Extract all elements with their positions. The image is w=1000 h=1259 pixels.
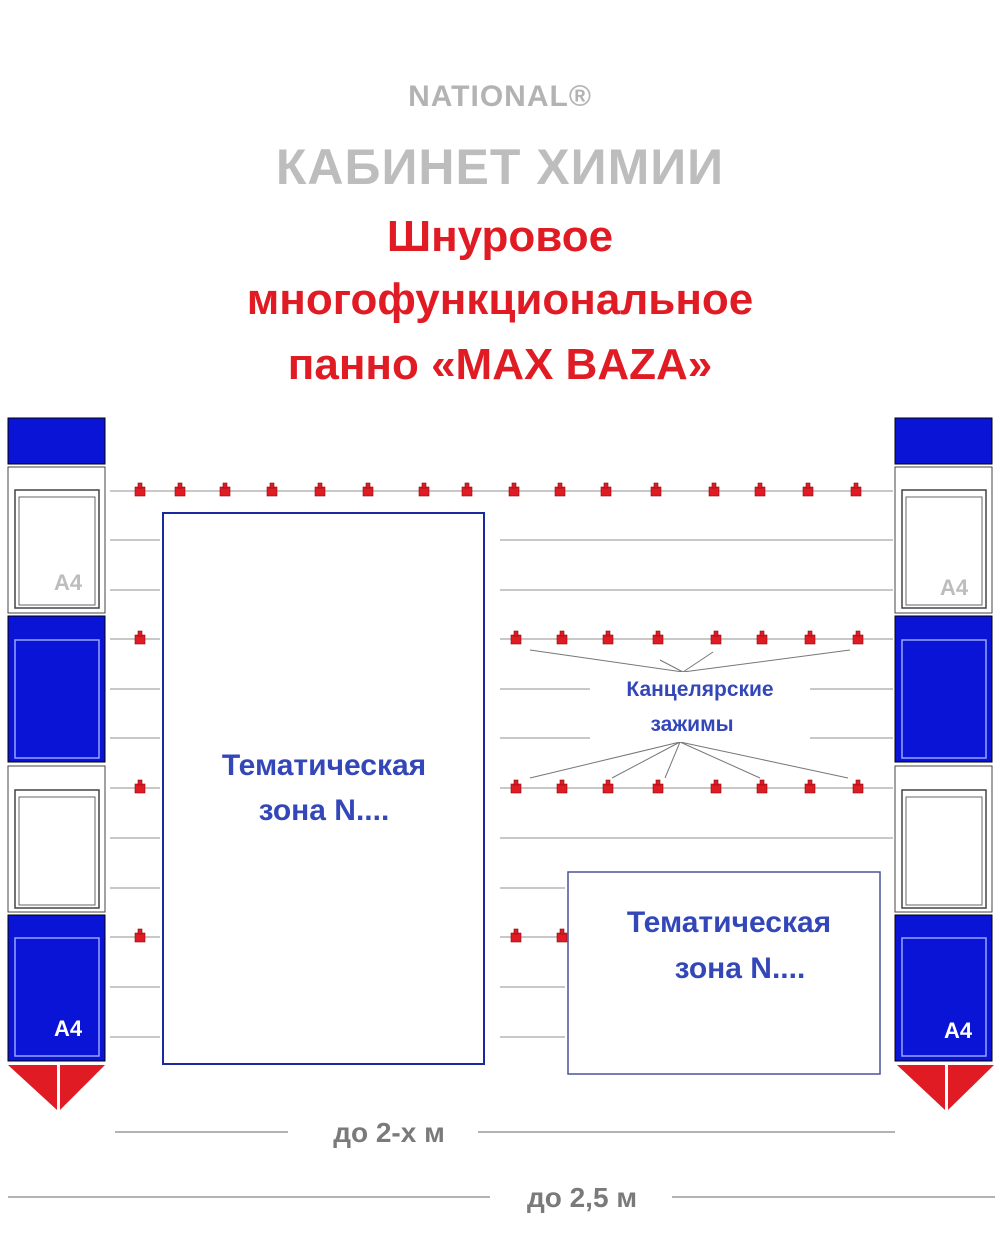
paper-clip bbox=[600, 482, 612, 497]
paper-clip bbox=[314, 482, 326, 497]
left-header-block bbox=[7, 417, 106, 465]
right-pocket-1-a4-label: A4 bbox=[940, 575, 969, 600]
paper-clip bbox=[804, 630, 816, 645]
paper-clip bbox=[756, 779, 768, 794]
paper-clip bbox=[510, 779, 522, 794]
paper-clip bbox=[754, 482, 766, 497]
paper-clip bbox=[850, 482, 862, 497]
thematic-zone-large bbox=[162, 512, 485, 1065]
paper-clip bbox=[134, 630, 146, 645]
paper-clip bbox=[708, 482, 720, 497]
paper-clip bbox=[852, 630, 864, 645]
zone-large-label-2: зона N.... bbox=[259, 794, 390, 827]
paper-clip bbox=[134, 482, 146, 497]
brand-name: NATIONAL® bbox=[408, 80, 592, 113]
paper-clip bbox=[508, 482, 520, 497]
dimension-inner-label: до 2-х м bbox=[333, 1117, 445, 1148]
left-bottom-triangle-left bbox=[8, 1065, 57, 1110]
paper-clip bbox=[804, 779, 816, 794]
zone-large-label-1: Тематическая bbox=[222, 749, 426, 782]
cabinet-title: КАБИНЕТ ХИМИИ bbox=[275, 139, 725, 195]
cords bbox=[110, 490, 893, 1038]
paper-clip bbox=[652, 630, 664, 645]
clips-label-bg bbox=[590, 672, 810, 742]
pointer-line bbox=[611, 741, 681, 779]
left-pocket-column: A4 A4 bbox=[7, 417, 106, 1110]
pointer-line bbox=[664, 741, 681, 779]
pointer-line bbox=[679, 741, 761, 779]
paper-clip bbox=[510, 928, 522, 943]
right-header-block bbox=[894, 417, 993, 465]
paper-clip bbox=[418, 482, 430, 497]
clips bbox=[134, 482, 864, 943]
dimension-outer-label: до 2,5 м bbox=[527, 1182, 637, 1213]
pointer-line bbox=[679, 741, 849, 779]
paper-clip bbox=[710, 779, 722, 794]
product-title-line-3: панно «MAX BAZA» bbox=[287, 340, 713, 389]
paper-clip bbox=[650, 482, 662, 497]
paper-clip bbox=[556, 928, 568, 943]
paper-clip bbox=[756, 630, 768, 645]
paper-clip bbox=[219, 482, 231, 497]
left-pocket-4-a4-label: A4 bbox=[54, 1016, 83, 1041]
product-title-line-2: многофункциональное bbox=[246, 275, 754, 324]
product-title-line-1: Шнуровое bbox=[386, 212, 614, 261]
paper-clip bbox=[134, 779, 146, 794]
pointer-line bbox=[659, 659, 684, 673]
paper-clip bbox=[710, 630, 722, 645]
paper-clip bbox=[510, 630, 522, 645]
right-bottom-triangle-right bbox=[948, 1065, 994, 1110]
thematic-zone-small bbox=[567, 871, 881, 1075]
pointer-line bbox=[682, 651, 714, 673]
paper-clip bbox=[174, 482, 186, 497]
right-pocket-column: A4 A4 bbox=[894, 417, 994, 1110]
paper-clip bbox=[556, 630, 568, 645]
pointer-line bbox=[529, 741, 681, 779]
pointer-line bbox=[529, 649, 684, 673]
paper-clip bbox=[362, 482, 374, 497]
clip-pointer-lines bbox=[529, 649, 851, 779]
paper-clip bbox=[134, 928, 146, 943]
left-bottom-triangle-right bbox=[60, 1065, 105, 1110]
paper-clip bbox=[852, 779, 864, 794]
paper-clip bbox=[556, 779, 568, 794]
paper-clip bbox=[652, 779, 664, 794]
clips-label-2: зажимы bbox=[650, 713, 733, 736]
zone-small-label-2: зона N.... bbox=[675, 952, 806, 985]
paper-clip bbox=[461, 482, 473, 497]
clips-label-1: Канцелярские bbox=[626, 678, 773, 701]
left-pocket-1-a4-label: A4 bbox=[54, 570, 83, 595]
paper-clip bbox=[266, 482, 278, 497]
paper-clip bbox=[554, 482, 566, 497]
paper-clip bbox=[602, 630, 614, 645]
paper-clip bbox=[802, 482, 814, 497]
pointer-line bbox=[682, 649, 851, 673]
paper-clip bbox=[602, 779, 614, 794]
right-bottom-triangle-left bbox=[897, 1065, 945, 1110]
zone-small-label-1: Тематическая bbox=[627, 906, 831, 939]
right-pocket-4-a4-label: A4 bbox=[944, 1018, 973, 1043]
